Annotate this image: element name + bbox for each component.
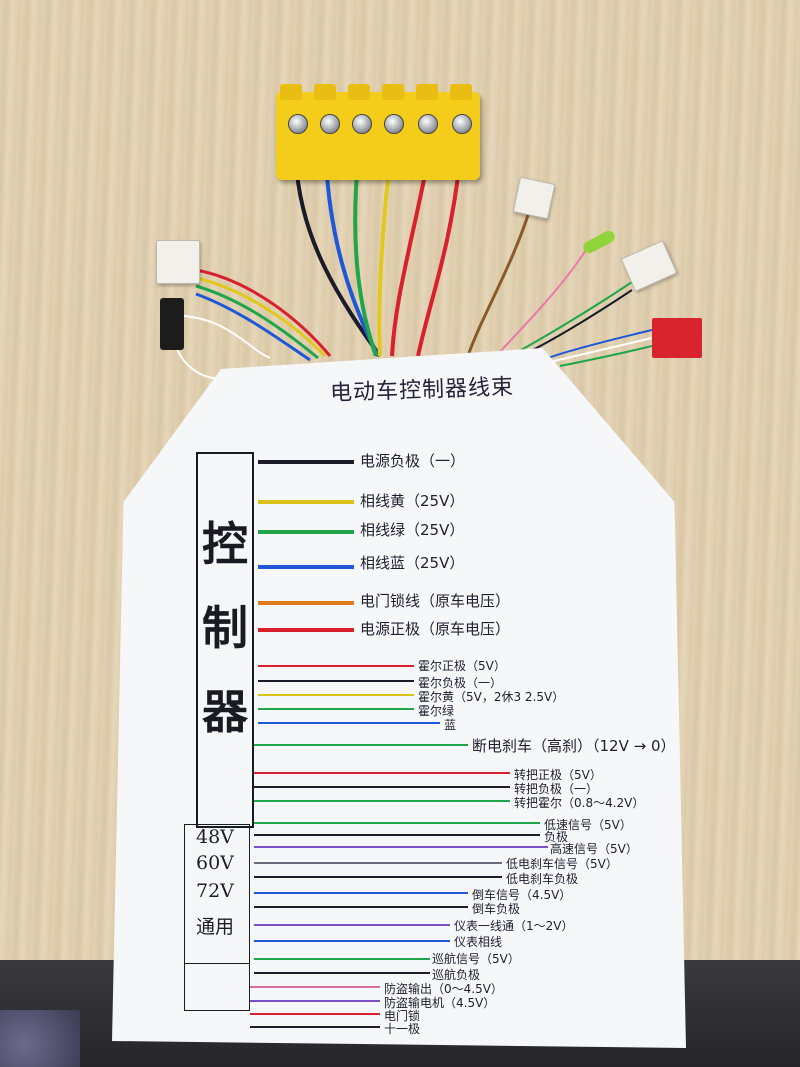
wire-line bbox=[254, 786, 510, 788]
wire-red-2 bbox=[416, 159, 462, 357]
wire-label: 霍尔正极（5V） bbox=[418, 659, 506, 673]
wire-label: 霍尔负极（一） bbox=[418, 676, 503, 690]
wire-line bbox=[258, 694, 414, 696]
wire-line bbox=[254, 906, 468, 908]
voltage-box bbox=[184, 824, 250, 964]
wire-line bbox=[254, 822, 540, 824]
wire-label: 转把正极（5V） bbox=[514, 768, 602, 782]
wire-line bbox=[258, 708, 414, 710]
wire-line bbox=[254, 862, 502, 864]
wire-label: 电门锁线（原车电压） bbox=[360, 592, 511, 610]
wire-label: 巡航信号（5V） bbox=[432, 952, 520, 966]
wire-label: 霍尔黄（5V，2休3 2.5V） bbox=[418, 690, 565, 704]
wire-line bbox=[258, 530, 354, 534]
wire-label: 电源正极（原车电压） bbox=[360, 620, 511, 638]
wire-line bbox=[258, 601, 354, 605]
wire-line bbox=[254, 876, 502, 878]
wire-label: 负极 bbox=[544, 830, 569, 844]
cloth-corner bbox=[0, 1010, 80, 1067]
wire-line bbox=[250, 1026, 380, 1028]
wire-label: 相线蓝（25V） bbox=[360, 554, 465, 572]
wire-label: 蓝 bbox=[444, 718, 457, 732]
voltage-label: 通用 bbox=[196, 916, 235, 938]
terminal-block-icon bbox=[276, 84, 480, 180]
wire-label: 低速信号（5V） bbox=[544, 818, 632, 832]
wire-label: 防盗输电机（4.5V） bbox=[384, 996, 496, 1010]
wire-label: 倒车负极 bbox=[472, 902, 521, 916]
connector-icon bbox=[156, 240, 200, 284]
wire-label: 高速信号（5V） bbox=[550, 842, 638, 856]
controller-char: 制 bbox=[202, 601, 248, 655]
wire-line bbox=[254, 846, 548, 848]
bottom-box bbox=[184, 962, 250, 1011]
controller-box bbox=[196, 452, 254, 828]
paper bbox=[112, 348, 686, 1048]
wire-line bbox=[254, 834, 540, 836]
wire-label: 低电刹车负极 bbox=[506, 872, 579, 886]
wire-red-1 bbox=[390, 159, 430, 357]
wire-label: 倒车信号（4.5V） bbox=[472, 888, 572, 902]
controller-char: 控 bbox=[202, 517, 248, 571]
wire-line bbox=[258, 665, 414, 667]
wire-label: 转把霍尔（0.8～4.2V） bbox=[514, 796, 645, 810]
wire-label: 防盗输出（0～4.5V） bbox=[384, 982, 503, 996]
wire-line bbox=[250, 1000, 380, 1002]
wire-line bbox=[258, 460, 354, 464]
wire-label: 电源负极（一） bbox=[360, 452, 466, 470]
wire-label: 转把负极（一） bbox=[514, 782, 599, 796]
wire-label: 巡航负极 bbox=[432, 968, 481, 982]
wire-black bbox=[294, 159, 382, 358]
wire-label: 十一极 bbox=[384, 1022, 421, 1036]
wire-line bbox=[258, 628, 354, 632]
wire-label: 仪表相线 bbox=[454, 935, 503, 949]
wire-label: 仪表一线通（1～2V） bbox=[454, 919, 574, 933]
wire-line bbox=[254, 892, 468, 894]
wire-line bbox=[258, 500, 354, 504]
wire-label: 相线黄（25V） bbox=[360, 492, 465, 510]
wire-label: 霍尔绿 bbox=[418, 704, 455, 718]
wire-green bbox=[353, 159, 378, 357]
wire-line bbox=[258, 565, 354, 569]
voltage-label: 60V bbox=[196, 852, 234, 874]
wire-yellow bbox=[377, 159, 392, 357]
sheet-title: 电动车控制器线束 bbox=[329, 374, 515, 407]
wire-label: 相线绿（25V） bbox=[360, 521, 465, 539]
wire-line bbox=[254, 800, 510, 802]
wire-label: 低电刹车信号（5V） bbox=[506, 857, 618, 871]
wire-line bbox=[254, 940, 450, 942]
connector-icon bbox=[652, 318, 702, 358]
wire-line bbox=[258, 722, 440, 724]
wire-line bbox=[250, 986, 380, 988]
wire-line bbox=[250, 1013, 380, 1015]
wire-line bbox=[254, 972, 430, 974]
wire-line bbox=[254, 924, 450, 926]
wire-label: 断电刹车（高刹）（12V → 0） bbox=[472, 737, 676, 755]
controller-char: 器 bbox=[202, 685, 248, 739]
voltage-label: 48V bbox=[196, 826, 234, 848]
wire-line bbox=[254, 744, 468, 746]
wire-line bbox=[254, 958, 430, 960]
wire-line bbox=[258, 680, 414, 682]
wire-line bbox=[254, 772, 510, 774]
voltage-label: 72V bbox=[196, 880, 234, 902]
wire-label: 电门锁 bbox=[384, 1009, 421, 1023]
connector-icon bbox=[160, 298, 184, 350]
